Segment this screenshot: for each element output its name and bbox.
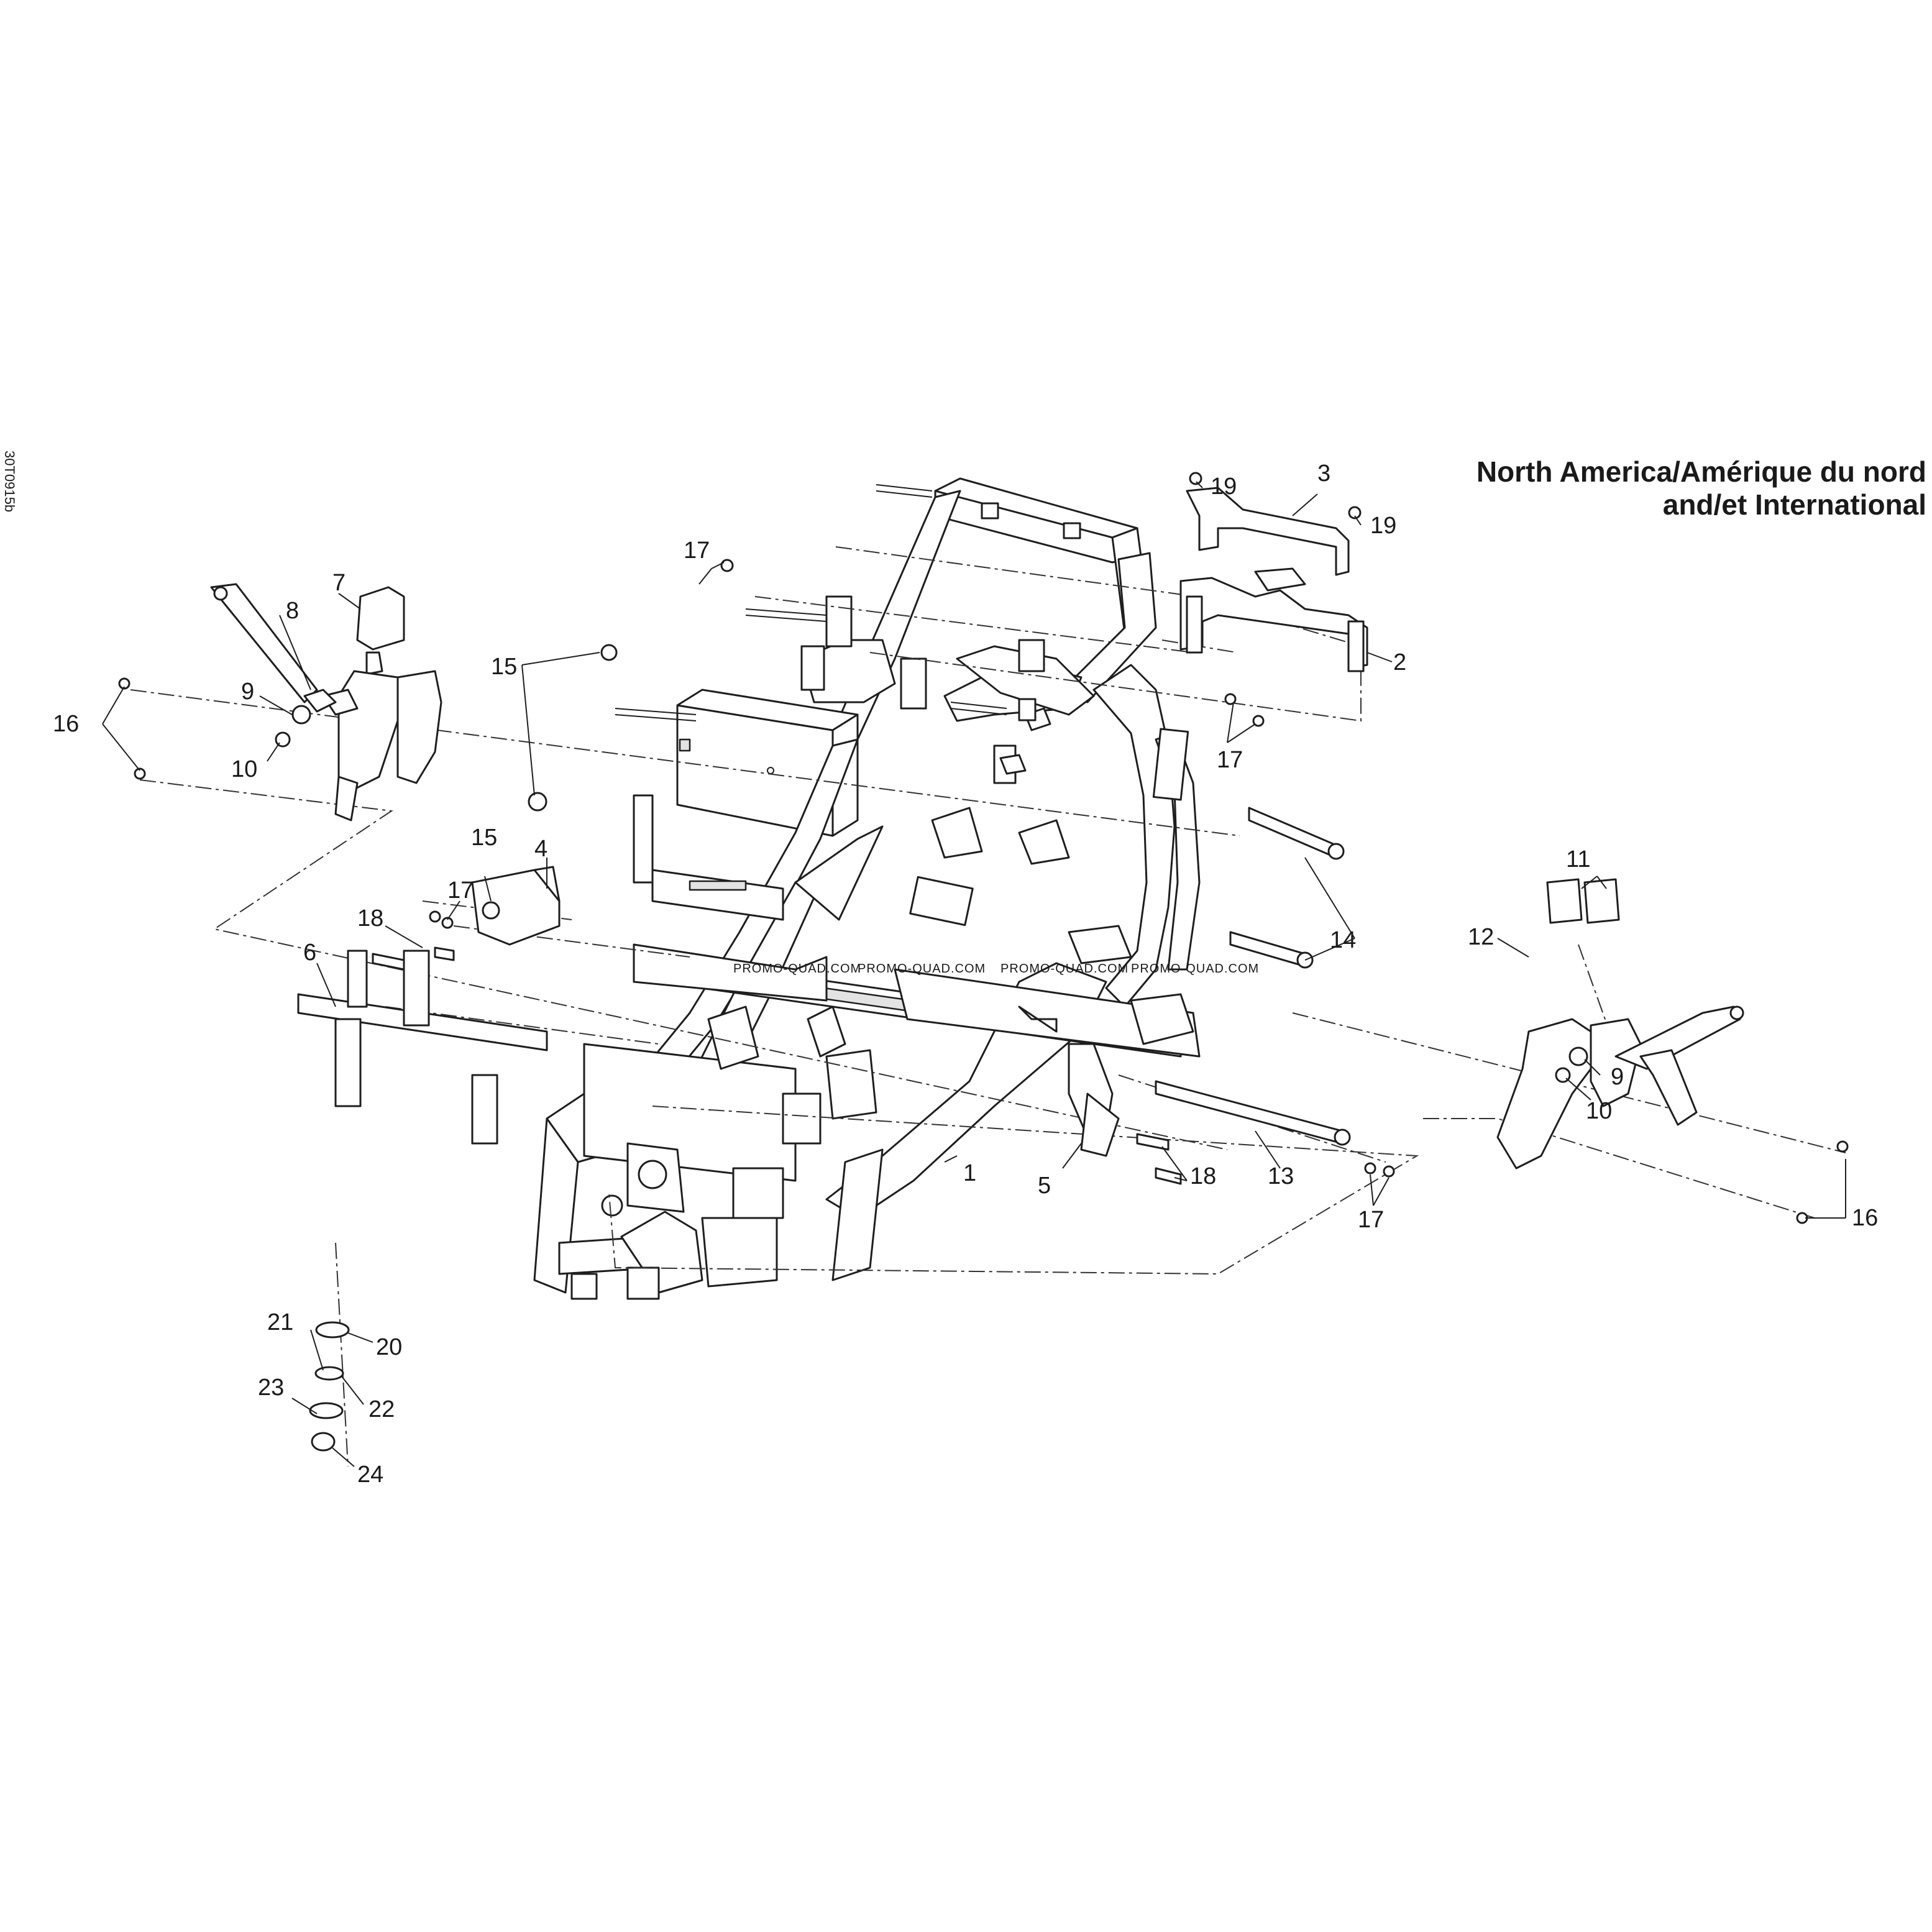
fasteners [118, 472, 1849, 1452]
callout-9-right: 9 [1611, 1064, 1624, 1090]
drawing-id: 30T0915b [2, 451, 17, 512]
callout-4: 4 [534, 836, 547, 862]
callout-11: 11 [1566, 846, 1590, 872]
title-line-2: and/et International [1663, 488, 1926, 521]
callout-1: 1 [963, 1160, 976, 1186]
callout-18-left: 18 [357, 905, 383, 932]
left-footrest-assembly [210, 583, 442, 822]
callout-17-top: 17 [684, 538, 710, 564]
callout-8: 8 [286, 598, 299, 624]
callout-15-lower: 15 [471, 825, 497, 851]
callout-10-right: 10 [1586, 1098, 1612, 1124]
callout-10-left: 10 [231, 756, 257, 782]
watermark-text-4: PROMO-QUAD.COM [1131, 962, 1259, 976]
upper-support-bracket [1179, 487, 1368, 672]
callout-17-right-lower: 17 [1358, 1207, 1384, 1233]
callout-labels: 1 2 3 4 5 6 7 8 9 9 10 10 11 12 13 14 15… [53, 460, 1878, 1488]
callout-14: 14 [1330, 927, 1356, 953]
watermark-text-2: PROMO-QUAD.COM [858, 962, 986, 976]
callout-19-left: 19 [1211, 474, 1237, 500]
callout-15-upper: 15 [491, 654, 517, 680]
callout-6: 6 [303, 940, 316, 966]
callout-17-left: 17 [447, 877, 474, 904]
callout-9-left: 9 [241, 679, 254, 705]
callout-17-right-upper: 17 [1217, 747, 1243, 773]
callout-16-left: 16 [53, 711, 79, 737]
callout-2: 2 [1393, 649, 1406, 675]
callout-5: 5 [1038, 1173, 1051, 1199]
callout-18-right: 18 [1190, 1163, 1216, 1189]
callout-23: 23 [258, 1375, 284, 1401]
callout-12: 12 [1468, 924, 1494, 950]
callout-13: 13 [1268, 1163, 1294, 1189]
title-line-1: North America/Amérique du nord [1476, 456, 1926, 488]
main-frame [533, 477, 1201, 1300]
callout-22: 22 [369, 1396, 395, 1422]
callout-3: 3 [1317, 460, 1330, 487]
leader-lines [102, 481, 1846, 1467]
watermark-text-3: PROMO-QUAD.COM [1000, 962, 1129, 976]
callout-7: 7 [332, 570, 346, 596]
callout-20: 20 [376, 1334, 402, 1360]
callout-21: 21 [267, 1309, 293, 1335]
watermark-group: PROMO-QUAD.COM PROMO-QUAD.COM PROMO-QUAD… [733, 962, 1259, 976]
callout-19-right: 19 [1370, 513, 1396, 539]
callout-24: 24 [357, 1462, 383, 1488]
watermark-text-1: PROMO-QUAD.COM [733, 962, 861, 976]
callout-16-right: 16 [1852, 1205, 1878, 1231]
brackets-4-5-6 [297, 866, 1120, 1157]
right-footrest-assembly [1496, 878, 1744, 1170]
shafts-13-14 [1155, 807, 1351, 1146]
